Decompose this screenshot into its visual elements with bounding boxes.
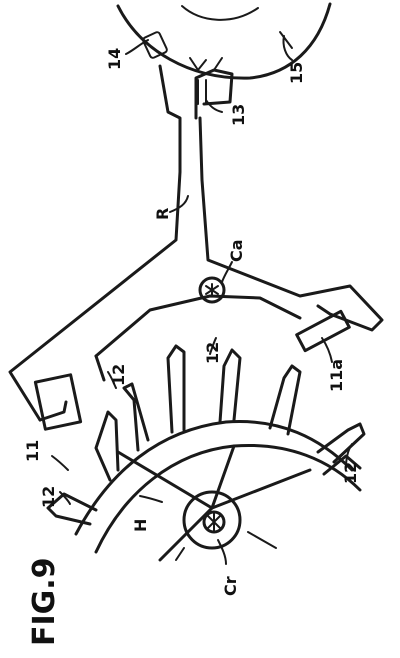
figure-title: FIG.9 [27, 557, 62, 646]
label-Ca: Ca [227, 239, 246, 262]
label-15: 15 [287, 62, 306, 84]
lever-pivot [198, 276, 226, 304]
label-11: 11 [23, 440, 42, 462]
label-14: 14 [105, 48, 124, 70]
balance-wheel [116, 2, 332, 80]
label-12-right: 12 [341, 462, 360, 484]
reference-labels: 14 15 13 R Ca 11a 12 12 12 12 11 H Cr [23, 48, 360, 596]
label-11a: 11a [327, 359, 346, 392]
label-12-mid: 12 [109, 364, 128, 386]
leader-lines [51, 35, 353, 565]
label-H: H [131, 519, 150, 532]
escape-wheel [46, 344, 366, 562]
label-12-top: 12 [203, 342, 222, 364]
label-13: 13 [229, 104, 248, 126]
label-12-left: 12 [39, 486, 58, 508]
label-R: R [153, 208, 172, 220]
label-Cr: Cr [221, 576, 240, 596]
